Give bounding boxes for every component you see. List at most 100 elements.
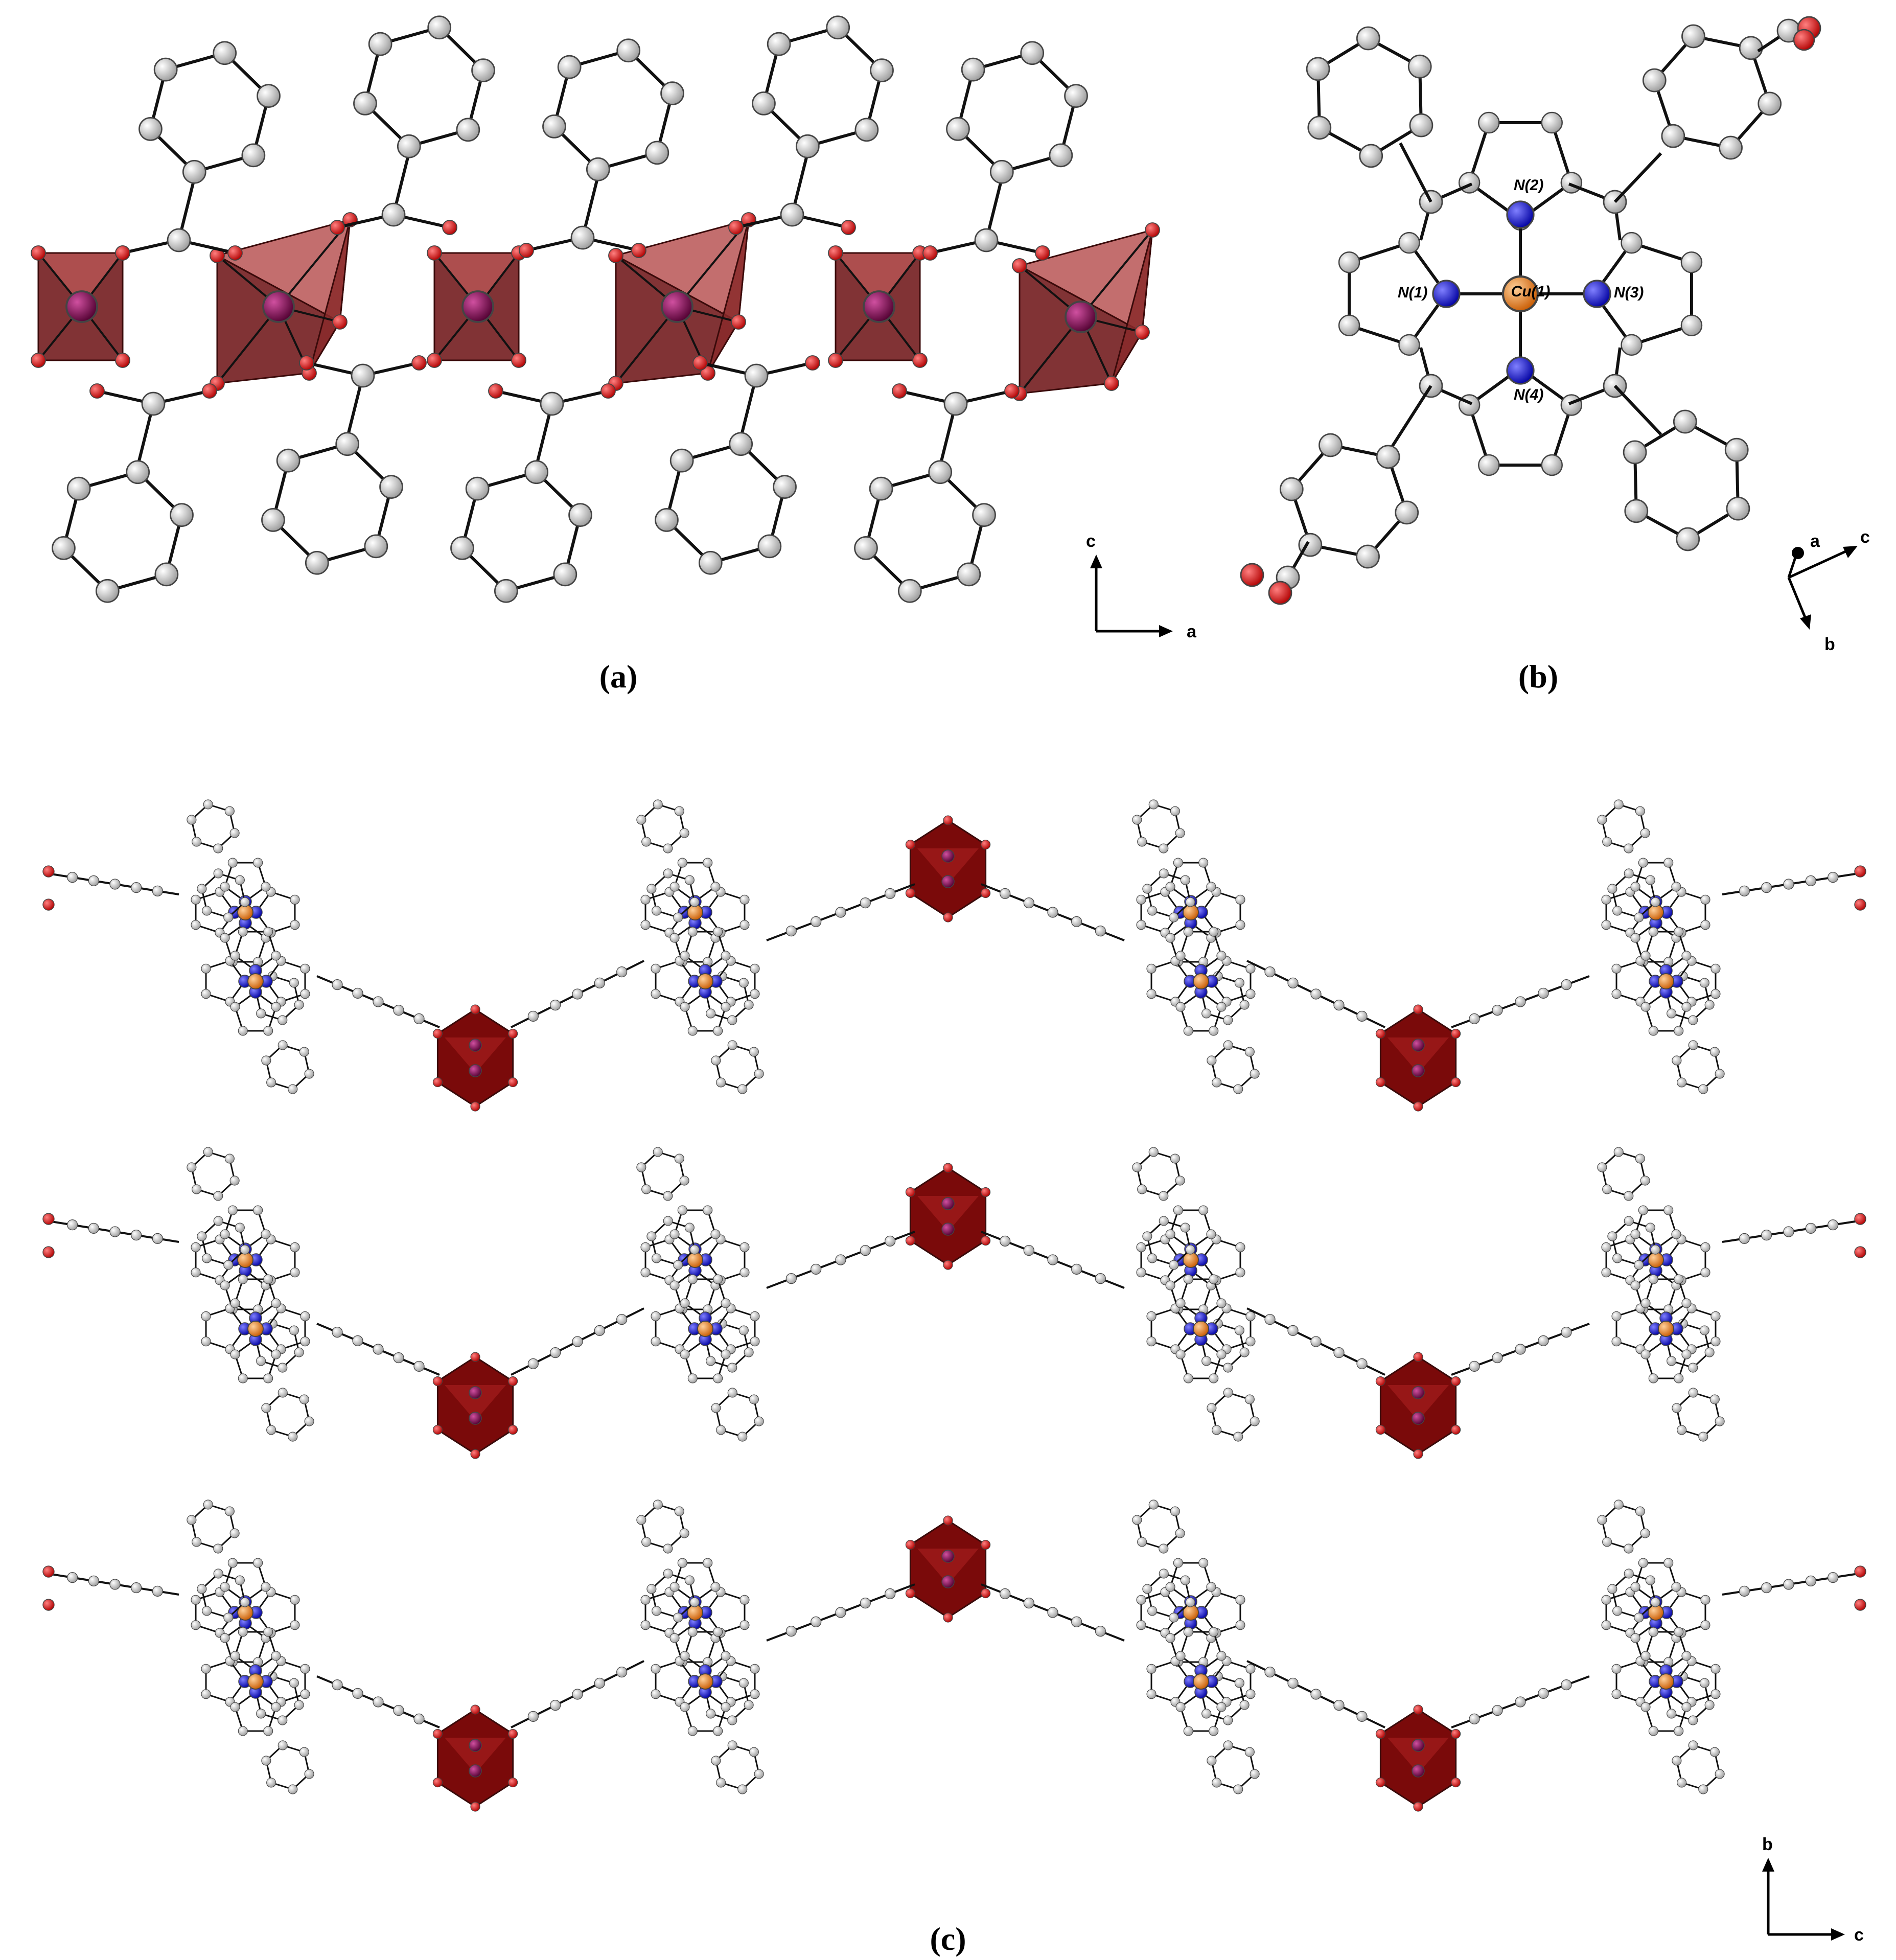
bond bbox=[1613, 384, 1662, 436]
carbon-atom bbox=[1630, 1582, 1640, 1592]
carbon-atom bbox=[1023, 1598, 1034, 1609]
linker-chain bbox=[766, 1583, 915, 1642]
carbon-atom bbox=[1667, 1709, 1677, 1719]
carbon-atom bbox=[1709, 1047, 1720, 1057]
carbon-atom bbox=[304, 1069, 314, 1079]
carbon-atom bbox=[1630, 1633, 1640, 1643]
oxygen-atom bbox=[905, 888, 915, 898]
carbon-atom bbox=[393, 1705, 404, 1716]
carbon-atom bbox=[542, 114, 566, 139]
oxygen-atom bbox=[470, 1101, 480, 1112]
carbon-atom bbox=[651, 1689, 661, 1699]
carbon-atom bbox=[1356, 1711, 1368, 1722]
carbon-atom bbox=[261, 1055, 271, 1066]
carbon-atom bbox=[594, 1677, 605, 1689]
atom-label-cu1: Cu(1) bbox=[1511, 283, 1551, 300]
oxygen-atom bbox=[805, 355, 820, 371]
carbon-atom bbox=[1688, 1715, 1698, 1725]
carbon-atom bbox=[1287, 1325, 1299, 1336]
carbon-atom bbox=[652, 1606, 662, 1616]
carbon-atom bbox=[1688, 1740, 1698, 1750]
carbon-atom bbox=[1000, 1235, 1011, 1247]
carbon-atom bbox=[780, 202, 804, 227]
carbon-atom bbox=[294, 1347, 304, 1357]
carbon-atom bbox=[1688, 1363, 1698, 1373]
carbon-atom bbox=[230, 1702, 240, 1712]
carbon-atom bbox=[1245, 1689, 1256, 1699]
carbon-atom bbox=[1216, 1002, 1227, 1012]
carbon-atom bbox=[1634, 1260, 1644, 1270]
oxygen-atom bbox=[432, 1728, 443, 1739]
carbon-atom bbox=[703, 858, 713, 868]
carbon-atom bbox=[456, 118, 480, 142]
panel-b-axis-c-label: c bbox=[1860, 527, 1870, 547]
carbon-atom bbox=[1648, 1274, 1658, 1284]
carbon-atom bbox=[278, 1715, 288, 1725]
atom-label-n2: N(2) bbox=[1514, 177, 1543, 194]
carbon-atom bbox=[1640, 828, 1650, 838]
carbon-atom bbox=[187, 815, 197, 825]
carbon-atom bbox=[677, 1558, 687, 1568]
carbon-atom bbox=[1049, 143, 1073, 168]
carbon-atom bbox=[1681, 951, 1692, 961]
carbon-atom bbox=[1319, 433, 1343, 457]
metal-atom bbox=[941, 1223, 955, 1236]
metal-cluster-polyhedron bbox=[432, 1004, 518, 1112]
carbon-atom bbox=[1630, 933, 1640, 943]
carbon-atom bbox=[1681, 1349, 1692, 1359]
carbon-atom bbox=[1640, 1651, 1651, 1661]
carbon-atom bbox=[727, 1715, 737, 1725]
carbon-atom bbox=[641, 1184, 652, 1194]
linker-chain bbox=[1246, 1660, 1385, 1728]
carbon-atom bbox=[1306, 57, 1330, 81]
carbon-atom bbox=[669, 933, 680, 943]
carbon-atom bbox=[278, 1015, 288, 1025]
carbon-atom bbox=[1223, 1015, 1233, 1025]
carbon-atom bbox=[220, 882, 230, 892]
polyhedron-face bbox=[308, 219, 351, 374]
carbon-atom bbox=[1700, 1267, 1710, 1278]
carbon-atom bbox=[1209, 1726, 1219, 1736]
carbon-atom bbox=[253, 1558, 263, 1568]
carbon-atom bbox=[568, 503, 592, 527]
carbon-atom bbox=[1137, 837, 1147, 847]
carbon-atom bbox=[1165, 1229, 1175, 1239]
carbon-atom bbox=[1279, 477, 1304, 501]
carbon-atom bbox=[299, 1047, 309, 1057]
carbon-atom bbox=[1356, 26, 1380, 51]
carbon-atom bbox=[1611, 1664, 1622, 1674]
carbon-atom bbox=[687, 927, 698, 937]
carbon-atom bbox=[1699, 1325, 1709, 1335]
oxygen-atom bbox=[600, 383, 616, 399]
carbon-atom bbox=[1704, 1000, 1715, 1010]
carbon-atom bbox=[1233, 1432, 1243, 1442]
carbon-atom bbox=[229, 1175, 240, 1186]
carbon-atom bbox=[213, 1191, 223, 1201]
carbon-atom bbox=[738, 978, 749, 988]
oxygen-atom bbox=[981, 1588, 991, 1599]
carbon-atom bbox=[1673, 409, 1697, 434]
carbon-atom bbox=[1136, 1267, 1146, 1278]
oxygen-atom bbox=[470, 1352, 480, 1362]
carbon-atom bbox=[220, 1633, 230, 1643]
carbon-atom bbox=[67, 872, 78, 883]
panel-a-axis-triad: c a bbox=[1086, 532, 1197, 641]
oxygen-atom bbox=[1451, 1728, 1461, 1739]
linker-chain bbox=[1451, 1323, 1590, 1376]
carbon-atom bbox=[946, 117, 970, 141]
carbon-atom bbox=[669, 1229, 680, 1239]
oxygen-atom bbox=[89, 383, 105, 399]
linker-chain bbox=[766, 1231, 915, 1289]
oxygen-atom bbox=[905, 839, 915, 850]
cluster-face bbox=[445, 1738, 506, 1773]
panel-b-axis-b-label: b bbox=[1824, 635, 1835, 654]
carbon-atom bbox=[706, 1008, 716, 1019]
carbon-atom bbox=[95, 579, 120, 603]
carbon-atom bbox=[651, 963, 661, 974]
metal-atom bbox=[1412, 1039, 1425, 1052]
carbon-atom bbox=[1095, 1273, 1106, 1284]
carbon-atom bbox=[1356, 1358, 1368, 1369]
carbon-atom bbox=[684, 875, 695, 885]
carbon-atom bbox=[256, 1709, 266, 1719]
metal-cluster-polyhedron bbox=[905, 1515, 991, 1623]
